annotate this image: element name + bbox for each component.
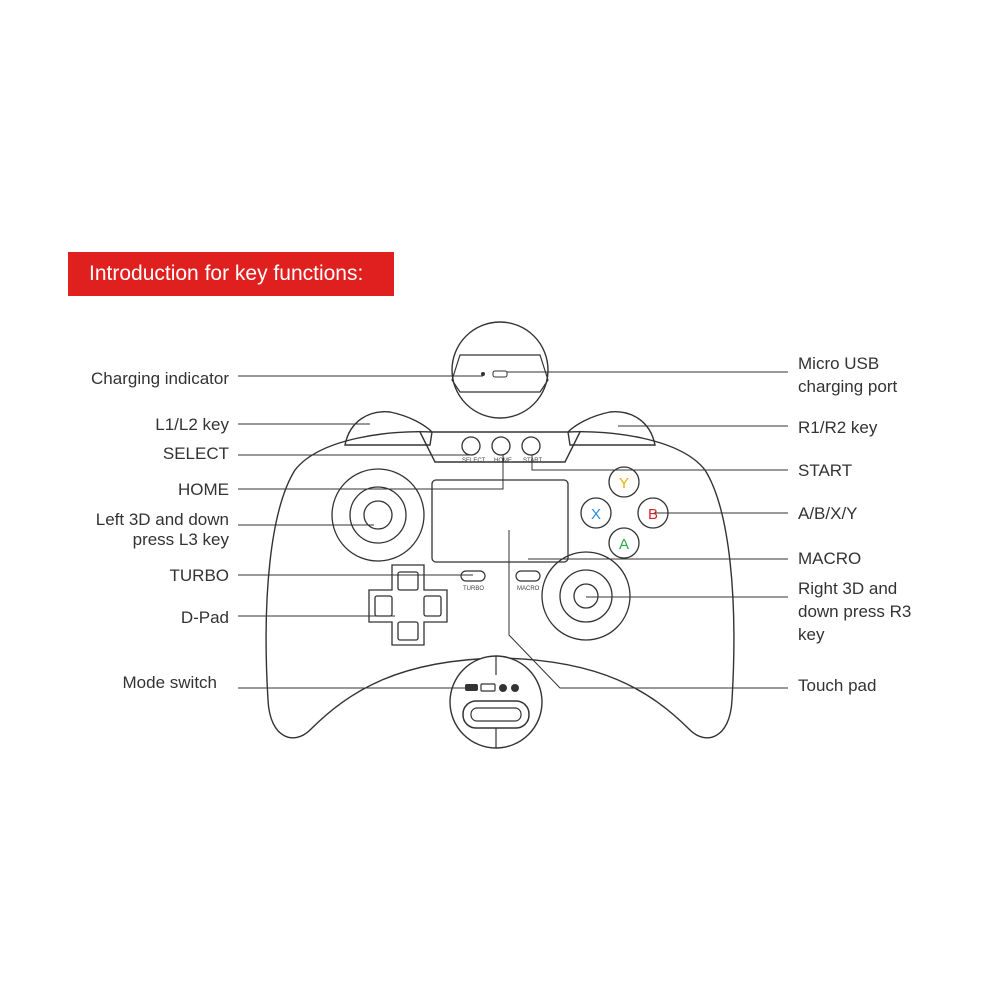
mode-icons	[465, 683, 519, 692]
label-select: SELECT	[162, 444, 229, 463]
a-letter: A	[619, 536, 629, 553]
left-bumper	[344, 411, 433, 446]
label-start: START	[798, 461, 853, 480]
label-charging-indicator: Charging indicator	[91, 369, 229, 388]
leader-lines	[238, 371, 788, 689]
section-title: Introduction for key functions:	[89, 262, 364, 285]
label-right-3d-line3: key	[798, 625, 825, 644]
mode-switch-inset	[449, 655, 543, 749]
home-button	[491, 436, 511, 456]
face-buttons	[580, 466, 669, 559]
start-mark: START	[523, 458, 542, 464]
start-button	[521, 436, 541, 456]
label-dpad: D-Pad	[180, 608, 229, 627]
label-right-3d-line1: Right 3D and	[798, 579, 898, 598]
right-stick	[541, 551, 631, 641]
label-left-3d-line2: press L3 key	[132, 530, 229, 549]
left-stick	[331, 468, 425, 562]
touch-pad	[431, 479, 569, 563]
label-macro: MACRO	[798, 549, 862, 568]
label-left-3d-line1: Left 3D and down	[95, 510, 229, 529]
label-l1l2-key: L1/L2 key	[155, 415, 229, 434]
turbo-button	[460, 570, 486, 582]
label-right-3d-line2: down press R3	[798, 602, 912, 621]
label-touch-pad: Touch pad	[798, 676, 877, 695]
usb-port-inset	[451, 321, 549, 419]
turbo-mark: TURBO	[463, 586, 484, 592]
label-mode-switch: Mode switch	[122, 673, 217, 692]
x-button	[580, 497, 612, 529]
select-mark: SELECT	[462, 458, 486, 464]
x-letter: X	[591, 506, 601, 523]
label-usb-line2: charging port	[798, 377, 898, 396]
charging-indicator-led	[481, 372, 485, 376]
b-letter: B	[648, 506, 658, 523]
y-button	[608, 466, 640, 498]
label-turbo: TURBO	[169, 566, 230, 585]
label-usb-line1: Micro USB	[798, 354, 880, 373]
a-button	[608, 527, 640, 559]
section-title-banner: Introduction for key functions:	[68, 252, 394, 296]
y-letter: Y	[619, 475, 629, 492]
macro-mark: MACRO	[517, 586, 540, 592]
macro-button	[515, 570, 541, 582]
label-abxy: A/B/X/Y	[798, 504, 858, 523]
right-bumper	[567, 411, 656, 446]
center-buttons	[461, 436, 541, 456]
micro-usb-port	[492, 370, 508, 378]
label-home: HOME	[178, 480, 229, 499]
select-button	[461, 436, 481, 456]
label-r1r2-key: R1/R2 key	[798, 418, 878, 437]
d-pad	[368, 564, 448, 646]
